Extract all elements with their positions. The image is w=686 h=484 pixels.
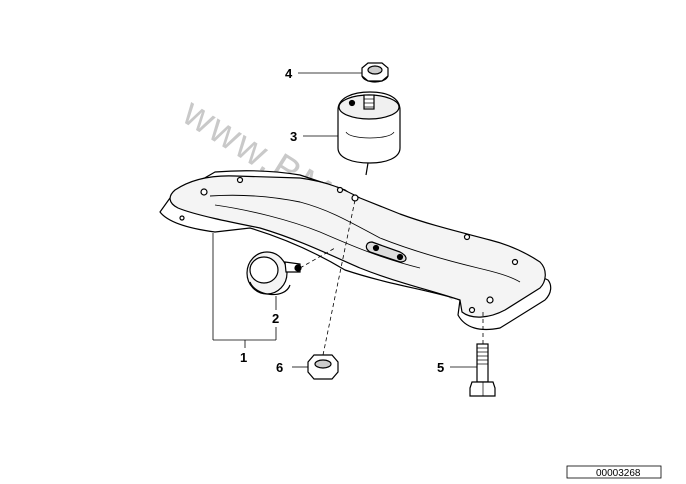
callout-5: 5 xyxy=(437,360,444,375)
leader-lines xyxy=(212,72,484,368)
callout-3: 3 xyxy=(290,129,297,144)
transmission-crossmember xyxy=(159,170,552,331)
nut xyxy=(361,62,389,83)
callout-4: 4 xyxy=(285,66,293,81)
reference-box: 00003268 xyxy=(566,465,662,479)
callout-2: 2 xyxy=(272,311,279,326)
callout-1: 1 xyxy=(240,350,247,365)
rubber-mount xyxy=(337,91,401,176)
callout-6: 6 xyxy=(276,360,283,375)
stop-buffer xyxy=(246,251,302,295)
reference-number: 00003268 xyxy=(596,468,641,479)
lower-nut xyxy=(307,354,339,380)
bolt xyxy=(469,343,496,397)
